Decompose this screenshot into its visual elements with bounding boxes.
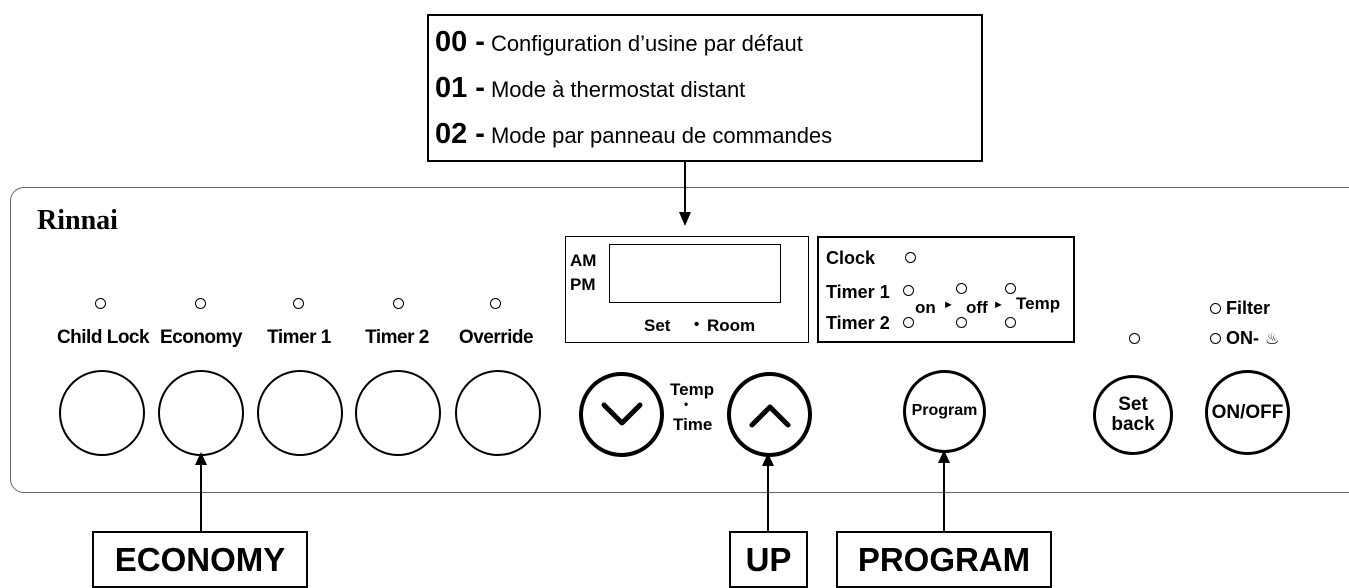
filter-led <box>1210 303 1221 314</box>
timer2-led <box>393 298 404 309</box>
mode-dash: - <box>475 118 485 150</box>
dot-separator: • <box>694 316 700 333</box>
arrow-icon: ► <box>943 299 954 311</box>
mode-code: 00 <box>435 26 468 58</box>
clock-label: Clock <box>826 248 876 268</box>
mode-settings-box: 00-Configuration d’usine par défaut 01-M… <box>427 14 983 162</box>
mode-box-arrow <box>679 162 691 226</box>
flame-icon: ♨ <box>1265 331 1280 348</box>
child-lock-led <box>95 298 106 309</box>
program-status-panel: Clock Timer 1 Timer 2 on ► off ► Temp <box>817 236 1075 343</box>
program-callout: PROGRAM <box>836 531 1052 588</box>
override-led <box>490 298 501 309</box>
setback-button-label: Set back <box>1111 395 1154 435</box>
up-arrow <box>762 453 774 531</box>
mode-description: Mode par panneau de commandes <box>490 123 833 148</box>
brand-logo: Rinnai <box>37 205 118 236</box>
mode-row-01: 01-Mode à thermostat distant <box>435 72 745 105</box>
economy-led <box>195 298 206 309</box>
setback-button[interactable]: Set back <box>1093 375 1173 455</box>
program-button[interactable]: Program <box>903 370 986 453</box>
off-label: off <box>966 298 988 317</box>
lcd-screen <box>609 244 781 303</box>
mode-description: Configuration d’usine par défaut <box>490 31 803 56</box>
program-callout-label: PROGRAM <box>857 540 1031 578</box>
arrow-icon: ► <box>993 299 1004 311</box>
timer1-led <box>293 298 304 309</box>
on-off-button-label: ON/OFF <box>1211 401 1284 423</box>
setback-line2: back <box>1111 414 1155 435</box>
timer2-off-led <box>956 317 967 328</box>
clock-led <box>905 252 916 263</box>
timer1-label: Timer 1 <box>267 327 331 348</box>
set-label: Set <box>644 316 671 335</box>
economy-callout-label: ECONOMY <box>114 540 286 578</box>
mode-row-02: 02-Mode par panneau de commandes <box>435 118 832 151</box>
filter-label: Filter <box>1226 298 1271 318</box>
up-callout-label: UP <box>745 540 792 578</box>
economy-button[interactable] <box>158 370 244 456</box>
am-indicator: AM <box>570 251 597 270</box>
program-arrow <box>938 450 950 531</box>
timer2-temp-led <box>1005 317 1016 328</box>
program-button-label: Program <box>911 402 978 420</box>
pm-indicator: PM <box>570 275 596 294</box>
chevron-down-icon <box>601 402 642 425</box>
setback-led <box>1129 333 1140 344</box>
down-button[interactable] <box>579 372 664 457</box>
mode-row-00: 00-Configuration d’usine par défaut <box>435 26 803 59</box>
on-label: on <box>915 298 936 317</box>
mode-code: 02 <box>435 118 468 150</box>
timer1-temp-led <box>1005 283 1016 294</box>
timer2-on-led <box>903 317 914 328</box>
temp-time-dot: • <box>684 397 689 411</box>
temp-label: Temp <box>1016 294 1061 313</box>
timer1-on-led <box>903 285 914 296</box>
child-lock-button[interactable] <box>59 370 145 456</box>
on-off-button[interactable]: ON/OFF <box>1205 370 1290 455</box>
timer1-button[interactable] <box>257 370 343 456</box>
setback-line1: Set <box>1118 394 1148 416</box>
economy-arrow <box>195 452 207 531</box>
mode-dash: - <box>475 72 485 104</box>
override-button[interactable] <box>455 370 541 456</box>
timer1-label: Timer 1 <box>826 282 890 302</box>
timer2-label: Timer 2 <box>365 327 429 348</box>
time-label: Time <box>673 415 713 434</box>
on-indicator-label: ON- <box>1226 328 1259 348</box>
timer2-button[interactable] <box>355 370 441 456</box>
timer1-off-led <box>956 283 967 294</box>
on-led <box>1210 333 1221 344</box>
up-callout: UP <box>729 531 808 588</box>
room-label: Room <box>707 316 756 335</box>
up-button[interactable] <box>727 372 812 457</box>
mode-description: Mode à thermostat distant <box>490 77 746 102</box>
mode-dash: - <box>475 26 485 58</box>
economy-label: Economy <box>159 327 243 348</box>
chevron-up-icon <box>749 404 790 427</box>
mode-code: 01 <box>435 72 468 104</box>
lcd-display: AM PM Set • Room <box>565 236 809 343</box>
economy-callout: ECONOMY <box>92 531 308 588</box>
timer2-label: Timer 2 <box>826 313 890 333</box>
override-label: Override <box>458 327 534 348</box>
temp-label: Temp <box>670 380 715 399</box>
child-lock-label: Child Lock <box>56 327 150 348</box>
